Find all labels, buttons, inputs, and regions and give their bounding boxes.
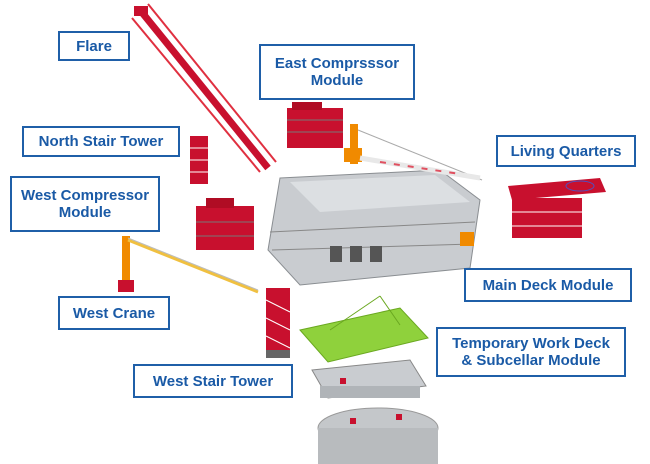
label-north-stair-tower: North Stair Tower bbox=[22, 126, 180, 157]
main-deck-structure bbox=[267, 124, 483, 286]
west-compressor-structure bbox=[196, 198, 254, 250]
label-west-stair-tower: West Stair Tower bbox=[133, 364, 293, 398]
flare-structure bbox=[131, 3, 277, 173]
north-stair-tower-structure bbox=[190, 136, 208, 184]
label-east-compressor-module: East Comprsssor Module bbox=[259, 44, 415, 100]
label-west-compressor-module: West Compressor Module bbox=[10, 176, 160, 232]
west-crane-structure bbox=[118, 236, 259, 294]
label-flare: Flare bbox=[58, 31, 130, 61]
east-compressor-structure bbox=[287, 102, 343, 148]
west-stair-tower-structure bbox=[265, 288, 291, 358]
label-west-crane: West Crane bbox=[58, 296, 170, 330]
temporary-work-deck-structure bbox=[299, 295, 429, 363]
living-quarters-structure bbox=[508, 178, 606, 238]
label-living-quarters: Living Quarters bbox=[496, 135, 636, 167]
subcellar-structure bbox=[311, 359, 427, 399]
label-temporary-work-deck-subcellar-module: Temporary Work Deck & Subcellar Module bbox=[436, 327, 626, 377]
label-main-deck-module: Main Deck Module bbox=[464, 268, 632, 302]
hull-structure bbox=[317, 407, 439, 464]
